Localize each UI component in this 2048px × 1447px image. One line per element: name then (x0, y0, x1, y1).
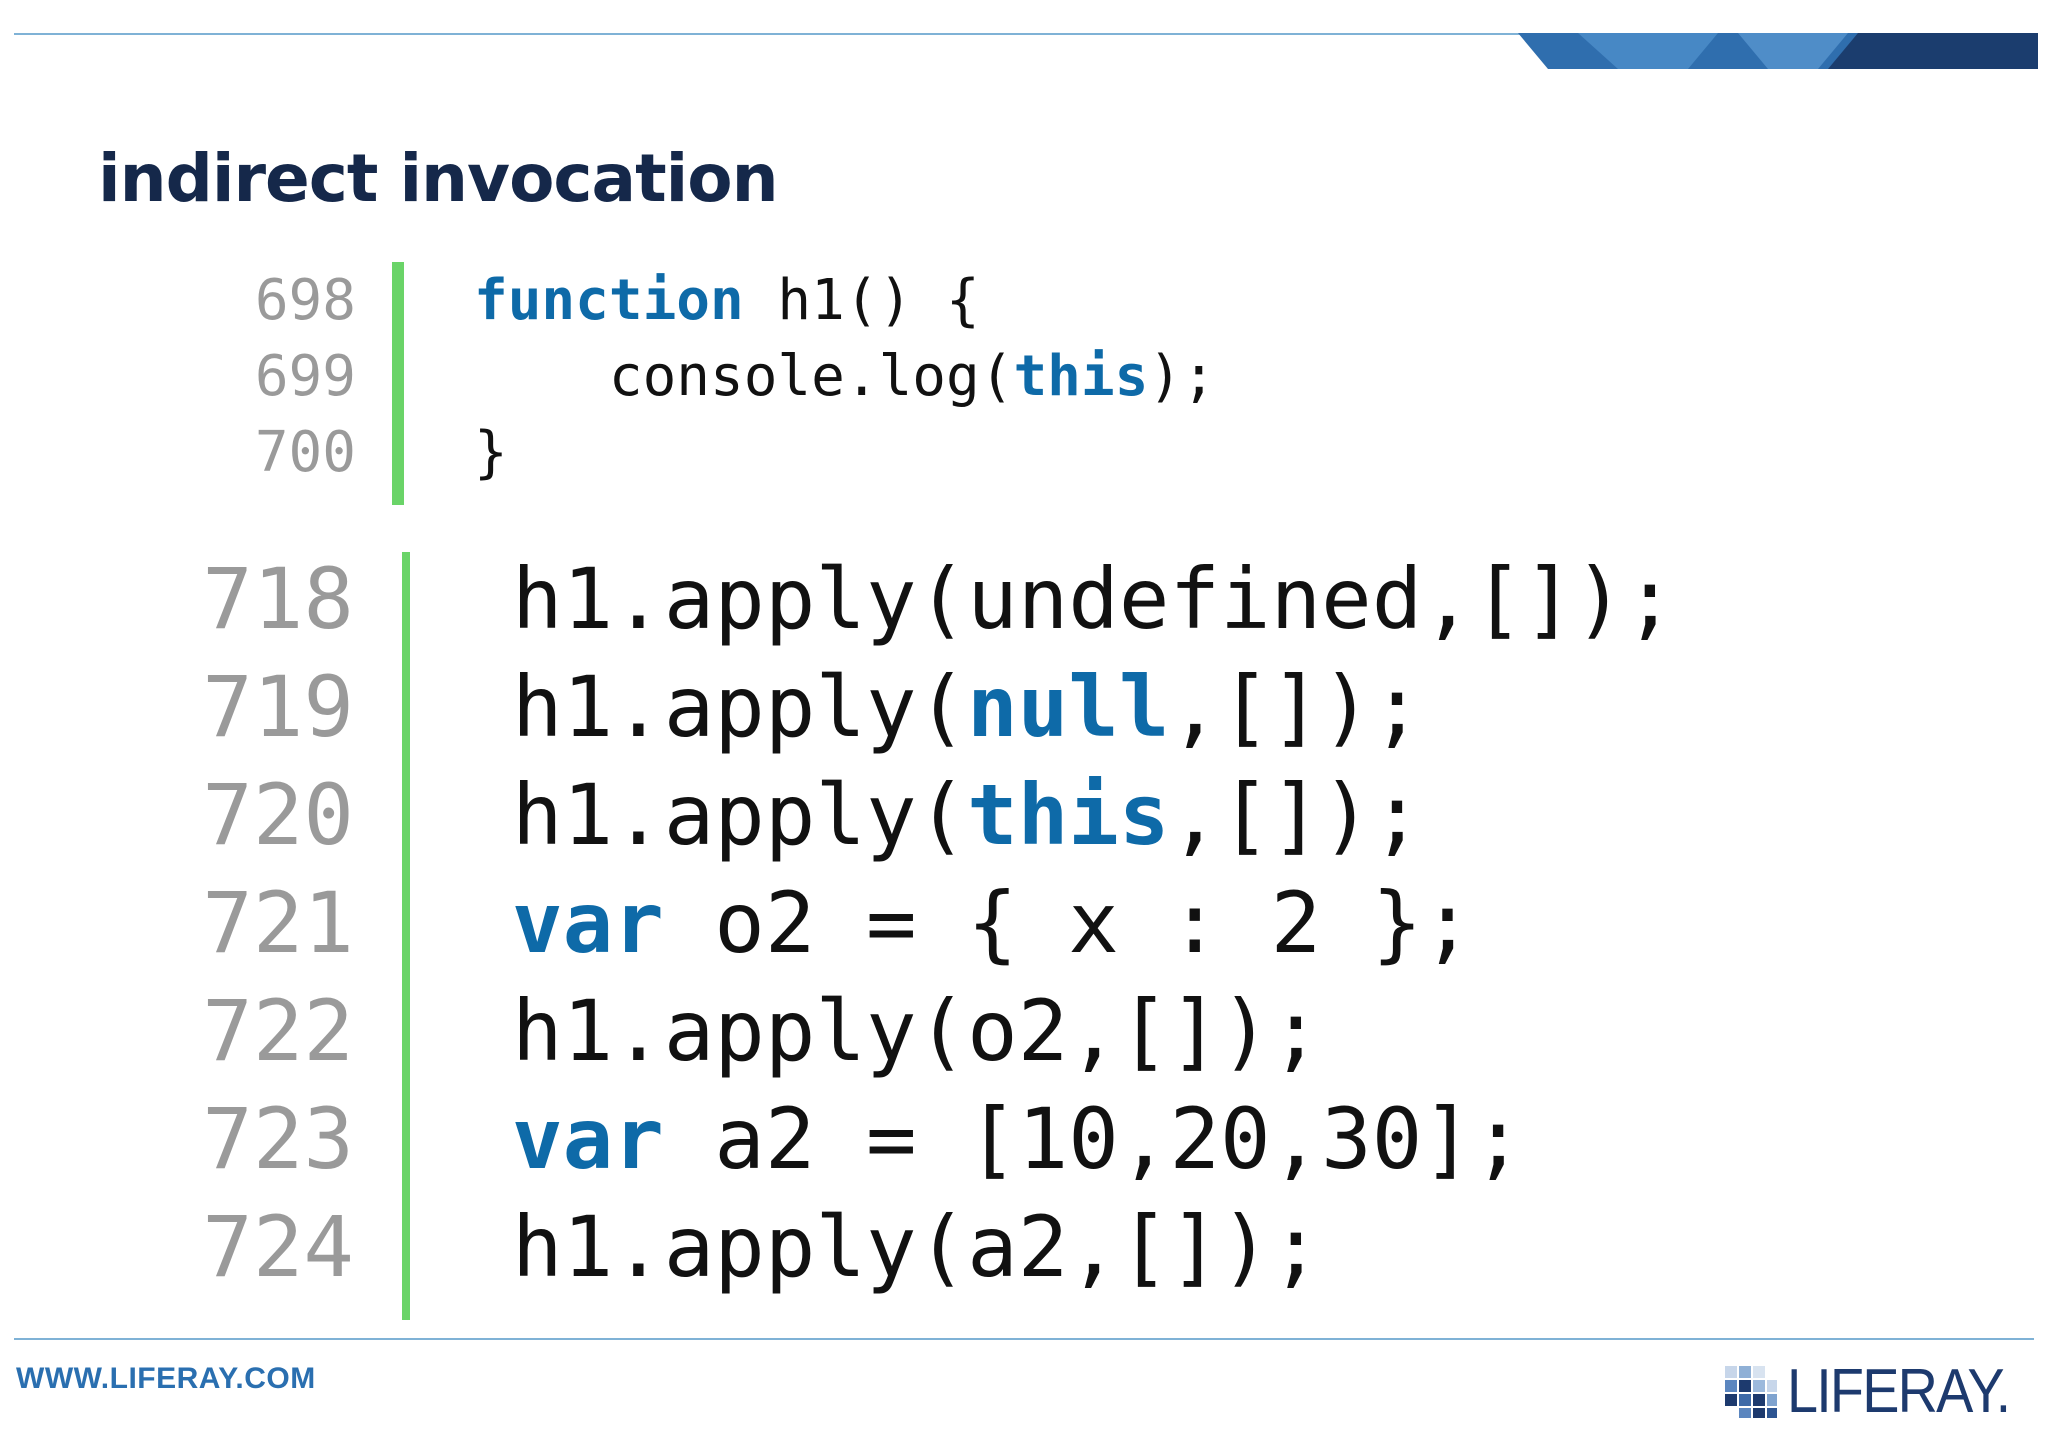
code-token: console.log( (474, 344, 1014, 409)
code-text: function h1() { (474, 268, 980, 333)
code-token: h1() { (743, 268, 980, 333)
line-number: 700 (254, 420, 356, 485)
code-token: ,[]); (1169, 658, 1423, 756)
code-token: a2 = [10,20,30]; (663, 1090, 1524, 1188)
line-number: 724 (202, 1198, 354, 1296)
line-number: 698 (254, 268, 356, 333)
top-divider (14, 33, 2034, 35)
code-keyword: var (512, 874, 664, 972)
code-gutter-bar (392, 262, 404, 505)
code-text: console.log(this); (474, 344, 1216, 409)
code-token: h1.apply(o2,[]); (512, 982, 1322, 1080)
code-token: h1.apply( (512, 658, 968, 756)
footer-divider (14, 1338, 2034, 1340)
code-token: h1.apply( (512, 766, 968, 864)
code-token: ,[]); (1169, 766, 1423, 864)
line-number: 718 (202, 550, 354, 648)
code-gutter-bar (402, 552, 410, 1320)
line-number: 720 (202, 766, 354, 864)
code-keyword: this (967, 766, 1170, 864)
code-token: } (474, 420, 508, 485)
code-text: h1.apply(this,[]); (512, 766, 1422, 864)
code-token: h1.apply(a2,[]); (512, 1198, 1322, 1296)
code-token: o2 = { x : 2 }; (663, 874, 1473, 972)
line-number: 721 (202, 874, 354, 972)
line-number: 699 (254, 344, 356, 409)
liferay-logo: LIFERAY. (1723, 1357, 2034, 1426)
code-text: var a2 = [10,20,30]; (512, 1090, 1523, 1188)
slide-title: indirect invocation (98, 140, 779, 217)
line-number: 723 (202, 1090, 354, 1188)
header-banner (1518, 33, 2038, 69)
code-token: ); (1148, 344, 1216, 409)
code-text: h1.apply(a2,[]); (512, 1198, 1321, 1296)
code-text: h1.apply(o2,[]); (512, 982, 1321, 1080)
code-keyword: this (1013, 344, 1149, 409)
code-text: h1.apply(undefined,[]); (512, 550, 1675, 648)
code-keyword: var (512, 1090, 664, 1188)
code-text: } (474, 420, 508, 485)
line-number: 722 (202, 982, 354, 1080)
liferay-logo-icon (1724, 1366, 1777, 1418)
code-keyword: function (474, 268, 744, 333)
footer-website-link[interactable]: WWW.LIFERAY.COM (16, 1362, 316, 1395)
code-text: h1.apply(null,[]); (512, 658, 1422, 756)
code-text: var o2 = { x : 2 }; (512, 874, 1473, 972)
liferay-logo-text: LIFERAY. (1786, 1357, 2011, 1426)
code-token: h1.apply(undefined,[]); (512, 550, 1676, 648)
code-keyword: null (967, 658, 1170, 756)
line-number: 719 (202, 658, 354, 756)
code-snippet-function-definition: 698 function h1() { 699 console.log(this);… (200, 256, 1320, 524)
